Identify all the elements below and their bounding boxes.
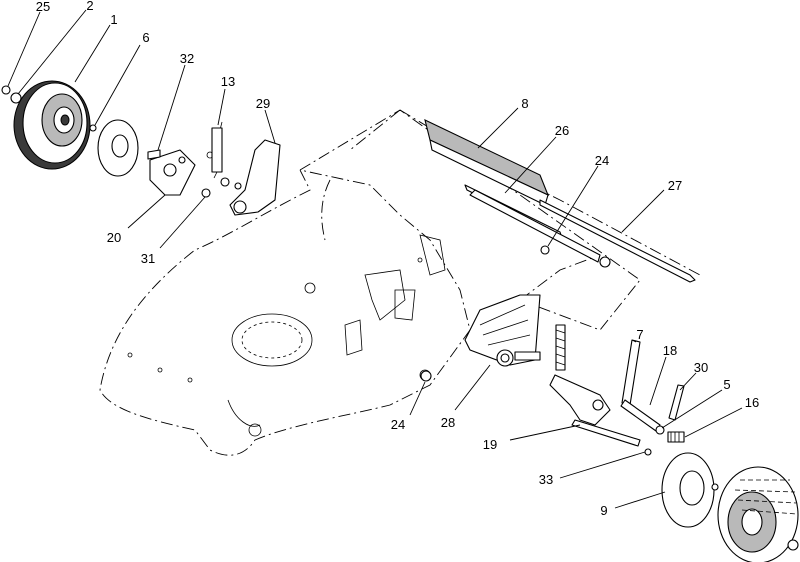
hubcap-6 <box>89 119 139 177</box>
handle-7 <box>621 339 641 406</box>
screw-32 <box>147 149 161 160</box>
callout-1: 1 <box>110 12 117 27</box>
callout-18: 18 <box>663 343 677 358</box>
callout-19: 19 <box>483 437 497 452</box>
lever-assembly-19 <box>549 374 641 447</box>
callout-2: 2 <box>86 0 93 13</box>
handle-18 <box>620 399 661 432</box>
callout-25: 25 <box>36 0 50 14</box>
rear-flap-8 <box>424 118 550 206</box>
mower-deck-outline <box>99 109 641 456</box>
callout-26: 26 <box>555 123 569 138</box>
bracket-20 <box>149 149 196 196</box>
callout-33: 33 <box>539 472 553 487</box>
callout-24-upper: 24 <box>595 153 609 168</box>
callout-9: 9 <box>600 503 607 518</box>
hubcap-9 <box>661 452 719 528</box>
pin-30 <box>668 384 685 421</box>
callout-13: 13 <box>221 74 235 89</box>
callout-24-lower: 24 <box>391 417 405 432</box>
pivot-bracket-29 <box>220 139 281 216</box>
bushing-2 <box>10 92 22 104</box>
nut-25 <box>1 85 11 95</box>
callout-6: 6 <box>142 30 149 45</box>
wheel-1 <box>13 80 91 170</box>
callout-16: 16 <box>745 395 759 410</box>
nut-24-lower <box>420 370 432 382</box>
callout-27: 27 <box>668 178 682 193</box>
baffle-phantom <box>399 109 701 301</box>
rod-26 <box>464 184 601 263</box>
callout-28: 28 <box>441 415 455 430</box>
callout-32: 32 <box>180 51 194 66</box>
wheel-front <box>717 466 799 562</box>
callout-31: 31 <box>141 251 155 266</box>
callout-8: 8 <box>521 96 528 111</box>
leader-lines <box>7 9 743 509</box>
spring-front <box>555 324 566 371</box>
spring-16 <box>667 431 685 443</box>
nut-24-upper <box>540 245 611 268</box>
callout-29: 29 <box>256 96 270 111</box>
spring-13 <box>211 121 223 179</box>
callout-5: 5 <box>723 377 730 392</box>
callout-20: 20 <box>107 230 121 245</box>
screw-33 <box>644 448 652 456</box>
callout-7: 7 <box>636 327 643 342</box>
height-plate-28 <box>464 294 541 367</box>
callout-labels: 25 2 1 6 32 13 29 20 31 8 26 24 27 24 28… <box>36 0 759 518</box>
callout-30: 30 <box>694 360 708 375</box>
rod-27 <box>539 199 696 283</box>
nut-31 <box>201 188 211 198</box>
